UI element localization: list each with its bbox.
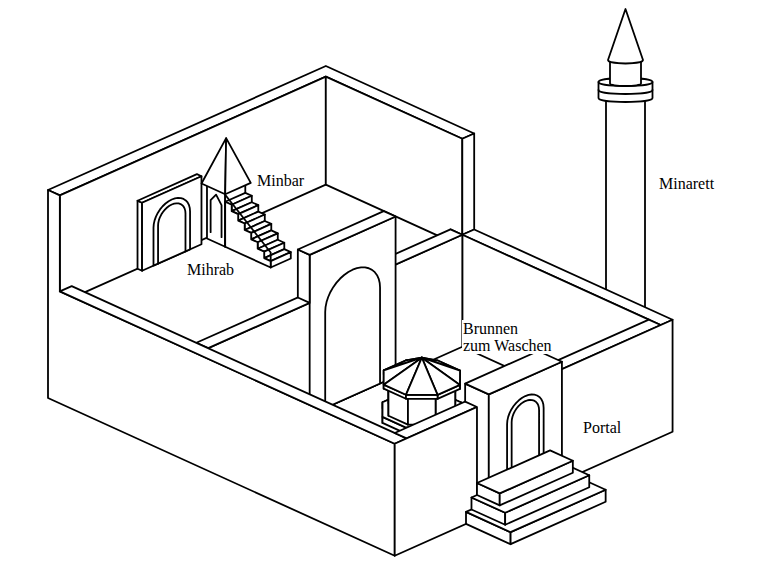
gate-side (298, 250, 310, 303)
mihrab-niche (153, 198, 190, 266)
gate-top (298, 211, 396, 255)
minbar-roof (202, 138, 227, 194)
minbar-canopy-opening (211, 195, 222, 237)
part-label: Minbar (256, 172, 305, 189)
portal-top (465, 351, 562, 394)
courtyard-front-wall (395, 320, 673, 556)
part-label: Minarett (658, 175, 715, 192)
part-label: Portal (582, 419, 622, 436)
part-label: Mihrab (186, 261, 235, 278)
wall-end-face (462, 133, 474, 234)
mosque-drawing (48, 9, 673, 556)
arched-doorway (325, 267, 380, 408)
minaret-balcony-ring (599, 90, 653, 94)
minaret-cone (608, 9, 643, 64)
minbar-step-riser (271, 252, 291, 267)
outer-wall-face (48, 190, 395, 556)
mihrab-frame (142, 176, 201, 271)
stair-top (477, 450, 573, 493)
wall-top (60, 286, 407, 444)
back-wall-inner-face (60, 77, 326, 304)
part-label: Brunnen zum Waschen (462, 320, 557, 354)
minbar-stair-side (225, 202, 271, 268)
minbar-handrail (225, 195, 271, 261)
minbar-roof (225, 138, 251, 194)
fountain-roof (406, 358, 438, 395)
mihrab-niche-inner (158, 203, 185, 263)
